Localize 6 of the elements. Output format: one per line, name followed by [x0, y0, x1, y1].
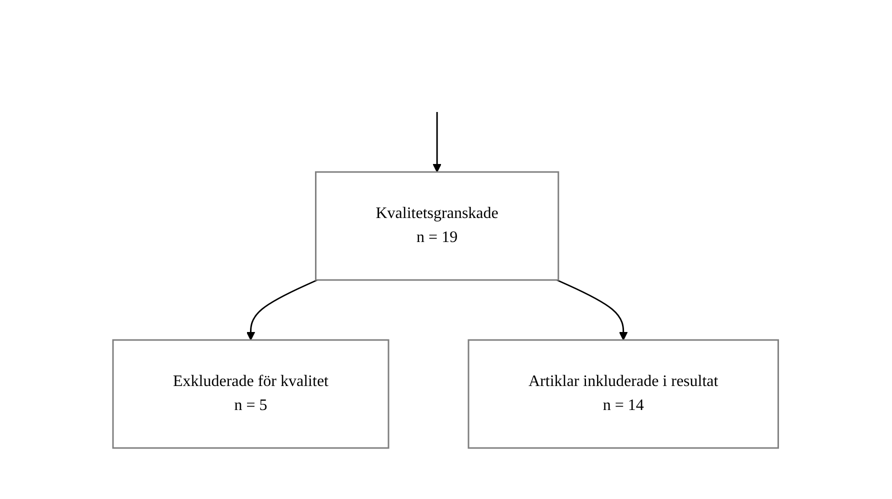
arrow [433, 112, 442, 172]
node-box: Exkluderade för kvalitet n = 5 [112, 338, 390, 448]
node-box: Kvalitetsgranskade n = 19 [315, 170, 560, 280]
node-box: Artiklar inkluderade i resultat n = 14 [468, 338, 780, 448]
arrow [246, 278, 318, 340]
arrow [556, 278, 628, 340]
